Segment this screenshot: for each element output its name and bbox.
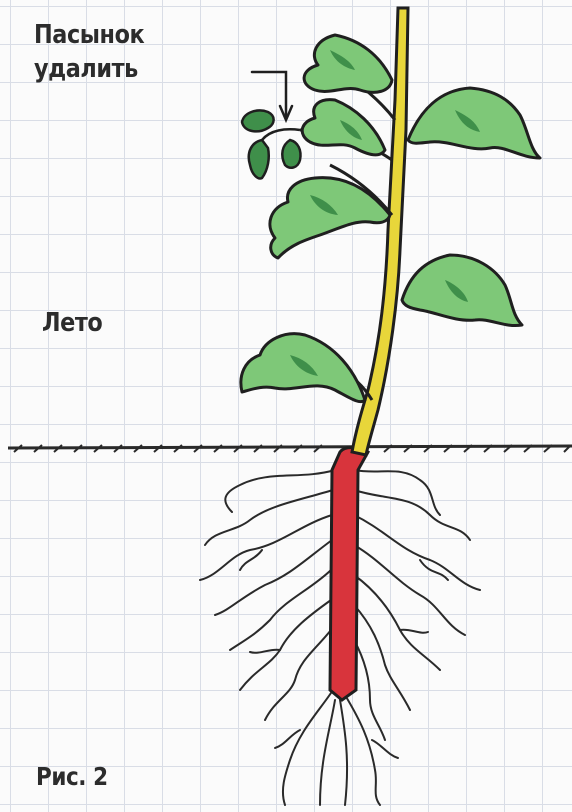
side-shoot-to-remove [242,110,301,178]
root-stem [330,447,368,700]
season-label: Лето [42,306,102,340]
remove-shoot-label: Пасынок удалить [34,18,144,86]
ground-line [8,445,572,452]
leaf-right-middle [402,255,522,326]
remove-shoot-label-line1: Пасынок [34,18,144,52]
figure-caption: Рис. 2 [36,760,108,794]
remove-shoot-label-line2: удалить [34,52,144,86]
leaf-mid-left [270,178,390,258]
leaf-upper-mid [302,100,385,155]
